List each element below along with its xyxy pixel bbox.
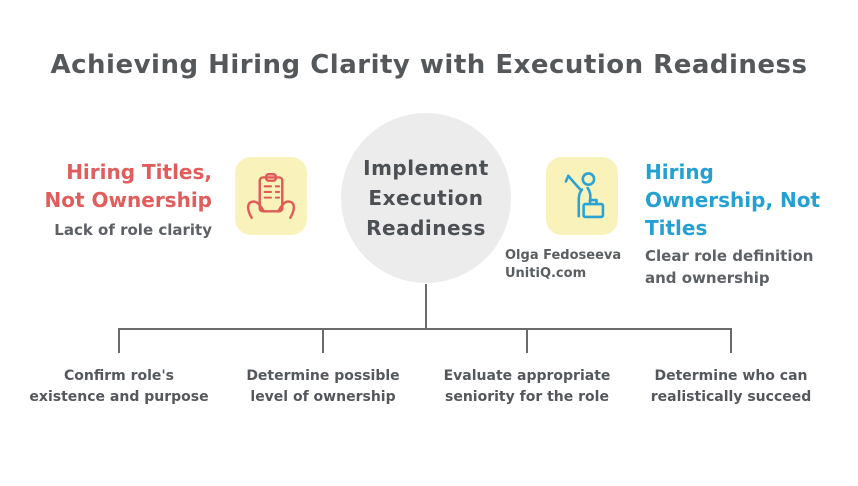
person-with-briefcase-icon (553, 165, 611, 227)
connector-drop-1 (118, 330, 120, 353)
right-heading: Hiring Ownership, Not Titles (645, 160, 821, 240)
branch-label-3: Evaluate appropriate seniority for the r… (443, 368, 611, 405)
connector-drop-2 (322, 330, 324, 353)
center-node: Implement Execution Readiness (341, 113, 511, 283)
connector-drop-3 (526, 330, 528, 353)
left-heading: Hiring Titles, Not Ownership (44, 160, 212, 212)
attribution-author: Olga Fedoseeva (505, 248, 622, 263)
page-title: Achieving Hiring Clarity with Execution … (50, 50, 808, 80)
branch-label-4: Determine who can realistically succeed (650, 368, 812, 405)
hands-holding-document-icon (242, 165, 300, 227)
right-icon-box (546, 157, 618, 235)
connector-horizontal (118, 328, 732, 330)
branch-label-2: Determine possible level of ownership (246, 368, 400, 405)
connector-vertical-main (425, 284, 427, 329)
attribution: Olga Fedoseeva UnitiQ.com (505, 247, 635, 282)
center-node-label: Implement Execution Readiness (363, 156, 489, 240)
left-subheading: Lack of role clarity (54, 221, 212, 239)
attribution-site: UnitiQ.com (505, 265, 587, 281)
branch-label-1: Confirm role's existence and purpose (29, 368, 209, 405)
connector-drop-4 (730, 330, 732, 353)
left-icon-box (235, 157, 307, 235)
right-subheading: Clear role definition and ownership (645, 247, 814, 287)
